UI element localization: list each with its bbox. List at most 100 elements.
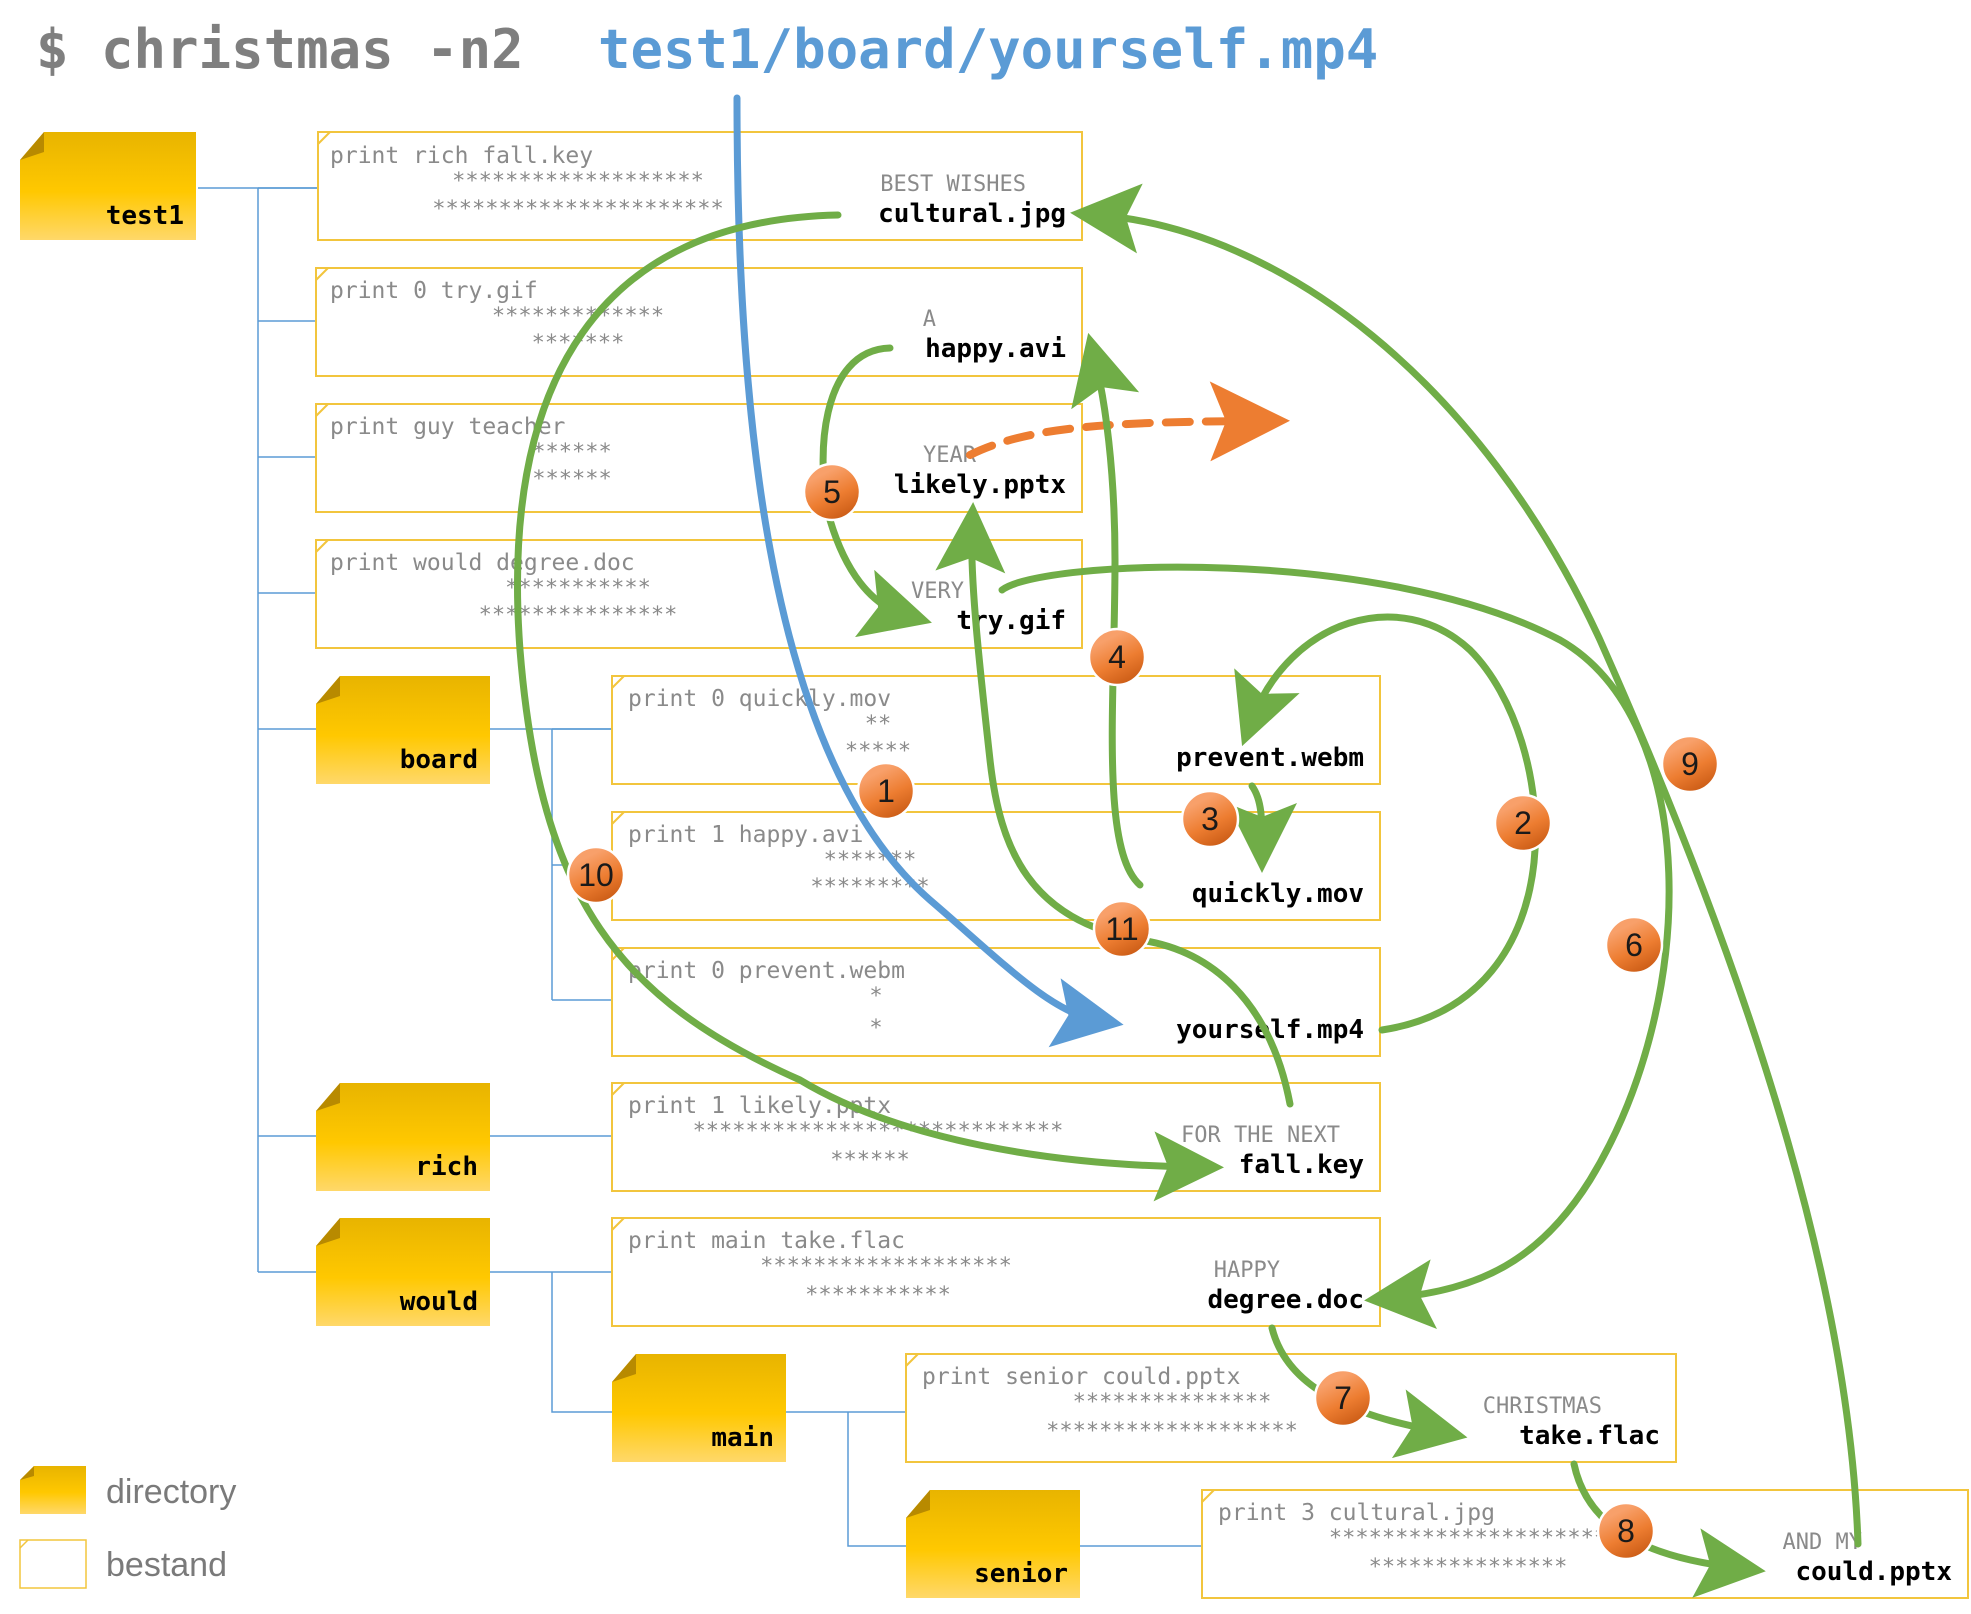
file-name: could.pptx xyxy=(1795,1557,1952,1587)
step-badge: 6 xyxy=(1604,915,1664,975)
step-badge: 7 xyxy=(1313,1368,1373,1428)
arrow-step-11 xyxy=(935,502,1294,1108)
directory-label: board xyxy=(400,745,478,775)
file-name: prevent.webm xyxy=(1176,743,1364,773)
svg-text:print 1 happy.avi: print 1 happy.avi xyxy=(628,822,863,848)
svg-text:BEST WISHES: BEST WISHES xyxy=(880,172,1026,197)
svg-text:******: ****** xyxy=(830,1148,909,1173)
svg-text:9: 9 xyxy=(1681,746,1699,782)
directory-label: senior xyxy=(974,1559,1068,1589)
svg-text:*******************: ******************* xyxy=(452,169,704,194)
directory-test1: test1 xyxy=(20,132,196,240)
svg-text:*: * xyxy=(869,1016,882,1041)
svg-text:print would degree.doc: print would degree.doc xyxy=(330,550,635,576)
step-badge: 3 xyxy=(1180,789,1240,849)
step-badge: 4 xyxy=(1087,627,1147,687)
svg-text:*****: ***** xyxy=(845,739,911,764)
svg-text:*: * xyxy=(869,984,882,1009)
file-yourself: print 0 prevent.webm * * yourself.mp4 xyxy=(611,947,1381,1057)
command-prompt: $ christmas -n2 xyxy=(36,18,524,81)
svg-text:print senior could.pptx: print senior could.pptx xyxy=(922,1364,1241,1390)
file-cultural: print rich fall.key ******************* … xyxy=(317,131,1083,241)
command-line: $ christmas -n2 test1/board/yourself.mp4 xyxy=(36,18,1378,81)
arrows xyxy=(514,94,1862,1598)
svg-text:10: 10 xyxy=(578,857,614,893)
svg-text:3: 3 xyxy=(1201,801,1219,837)
file-fall: print 1 likely.pptx ********************… xyxy=(611,1082,1381,1192)
file-name: cultural.jpg xyxy=(878,199,1066,229)
file-take: print senior could.pptx *************** … xyxy=(905,1353,1677,1463)
svg-text:HAPPY: HAPPY xyxy=(1214,1258,1280,1283)
directory-would: would xyxy=(316,1218,490,1326)
svg-text:*******************: ******************* xyxy=(760,1254,1012,1279)
file-name: quickly.mov xyxy=(1192,879,1364,909)
svg-text:***************: *************** xyxy=(479,603,678,628)
legend-directory: directory xyxy=(20,1466,236,1514)
svg-text:*************: ************* xyxy=(492,304,664,329)
directory-label: main xyxy=(711,1423,774,1453)
svg-text:11: 11 xyxy=(1105,911,1138,947)
svg-text:A: A xyxy=(923,307,936,332)
svg-text:****************************: **************************** xyxy=(693,1119,1064,1144)
directory-label: rich xyxy=(415,1152,478,1182)
svg-text:directory: directory xyxy=(106,1473,236,1511)
command-path: test1/board/yourself.mp4 xyxy=(598,18,1378,81)
svg-text:print main take.flac: print main take.flac xyxy=(628,1228,905,1254)
step-badge: 5 xyxy=(802,462,862,522)
svg-text:CHRISTMAS: CHRISTMAS xyxy=(1483,1394,1602,1419)
directory-senior: senior xyxy=(906,1490,1080,1598)
step-badges: 1 2 3 4 5 6 7 8 xyxy=(566,462,1720,1561)
file-name: take.flac xyxy=(1519,1421,1660,1451)
svg-text:***********: *********** xyxy=(805,1283,951,1308)
arrow-step-4 xyxy=(1071,332,1144,889)
svg-text:**: ** xyxy=(865,712,892,737)
step-badge: 10 xyxy=(566,845,626,905)
svg-text:7: 7 xyxy=(1334,1380,1352,1416)
svg-text:print 0 try.gif: print 0 try.gif xyxy=(330,278,538,304)
file-name: likely.pptx xyxy=(894,470,1066,500)
file-name: degree.doc xyxy=(1207,1285,1364,1315)
arrow-step-2 xyxy=(1234,613,1540,1034)
svg-text:***************: *************** xyxy=(1073,1390,1272,1415)
directory-label: test1 xyxy=(106,201,184,231)
step-badge: 11 xyxy=(1092,899,1152,959)
svg-text:8: 8 xyxy=(1617,1513,1635,1549)
directory-main: main xyxy=(612,1354,786,1462)
svg-text:***********: *********** xyxy=(505,576,651,601)
legend: directory bestand xyxy=(19,1466,236,1589)
file-name: happy.avi xyxy=(925,334,1066,364)
step-badge: 8 xyxy=(1596,1501,1656,1561)
directory-label: would xyxy=(400,1287,478,1317)
file-degree: print main take.flac *******************… xyxy=(611,1217,1381,1327)
file-could: print 3 cultural.jpg *******************… xyxy=(1201,1489,1969,1599)
svg-text:**********************: ********************** xyxy=(432,197,723,222)
svg-text:print 3 cultural.jpg: print 3 cultural.jpg xyxy=(1218,1500,1495,1526)
svg-text:VERY: VERY xyxy=(911,579,964,604)
step-badge: 1 xyxy=(856,761,916,821)
legend-file: bestand xyxy=(19,1539,227,1589)
svg-text:******: ****** xyxy=(532,467,611,492)
arrow-step-1 xyxy=(733,94,1124,1048)
directory-rich: rich xyxy=(316,1083,490,1191)
svg-text:print rich fall.key: print rich fall.key xyxy=(330,143,593,169)
file-likely: print guy teacher ****** ****** YEAR lik… xyxy=(315,403,1083,513)
svg-text:2: 2 xyxy=(1514,805,1532,841)
file-name: fall.key xyxy=(1239,1150,1364,1180)
svg-text:AND MY: AND MY xyxy=(1783,1530,1862,1555)
svg-text:6: 6 xyxy=(1625,927,1643,963)
svg-text:***************: *************** xyxy=(1369,1555,1568,1580)
svg-text:bestand: bestand xyxy=(106,1546,227,1584)
svg-text:4: 4 xyxy=(1108,639,1126,675)
directory-board: board xyxy=(316,676,490,784)
arrow-step-9 xyxy=(1070,183,1862,1548)
svg-text:print guy teacher: print guy teacher xyxy=(330,414,565,440)
svg-text:*********************: ********************* xyxy=(1329,1526,1607,1551)
svg-text:5: 5 xyxy=(823,474,841,510)
arrow-step-3 xyxy=(1226,782,1297,873)
svg-text:FOR THE NEXT: FOR THE NEXT xyxy=(1181,1123,1340,1148)
svg-text:print 0 quickly.mov: print 0 quickly.mov xyxy=(628,686,891,712)
tree-lines xyxy=(198,187,1202,1547)
svg-text:1: 1 xyxy=(877,773,895,809)
svg-text:******: ****** xyxy=(532,440,611,465)
